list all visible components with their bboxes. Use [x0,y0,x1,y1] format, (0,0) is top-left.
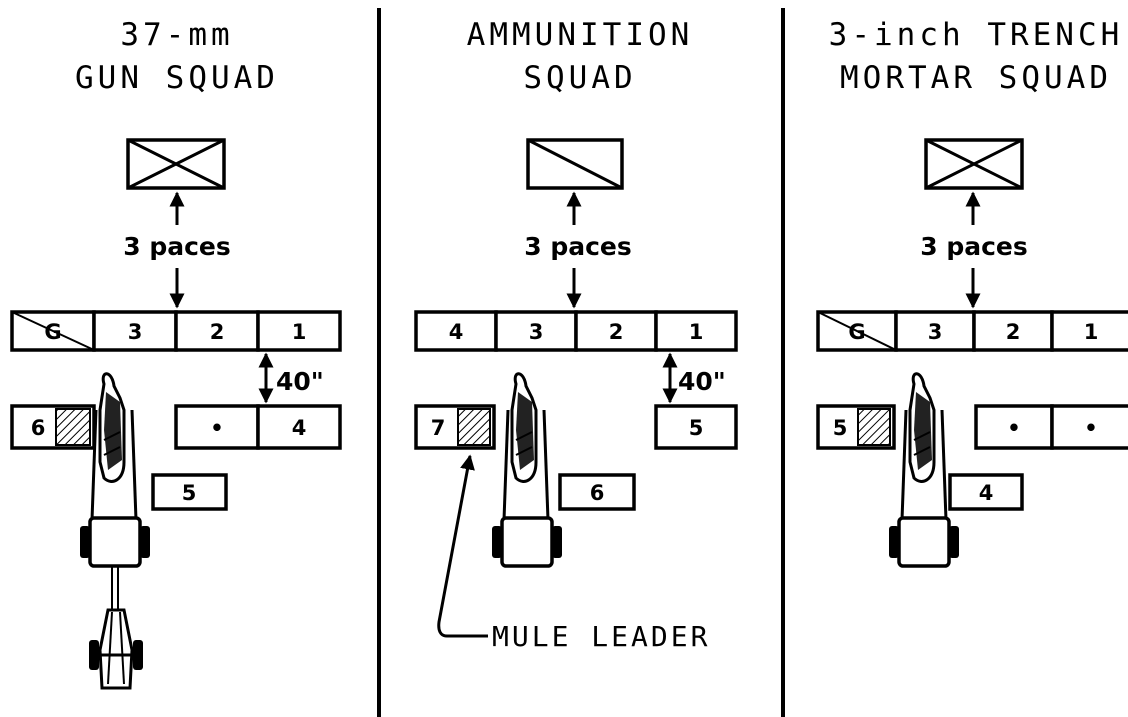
squad-leader-symbol [128,140,224,188]
spacing-label: 40" [276,367,324,396]
position-3: 3 [128,320,143,344]
mule-leader-callout-line [439,456,488,636]
position-5: 5 [833,416,848,440]
mule-leader-label: MULE LEADER [492,620,710,653]
distance-label: 3 paces [920,232,1028,261]
panel-title-line1: 3-inch TRENCH [829,17,1124,53]
panel-ammunition-squad: AMMUNITION SQUAD 3 paces 4 3 2 1 40" 7 [416,17,736,653]
distance-label: 3 paces [524,232,632,261]
position-1: 1 [292,320,307,344]
spacing-label: 40" [678,367,726,396]
position-7: 7 [431,416,446,440]
rear-rank: 6 • 4 5 [12,406,340,509]
mule-icon [910,374,934,482]
panel-gun-squad: 37-mm GUN SQUAD 3 paces G 3 2 1 40" [12,17,340,688]
front-rank: 4 3 2 1 [416,312,736,350]
position-2: 2 [1006,320,1021,344]
position-dot: • [1007,416,1020,440]
panel-title-line2: GUN SQUAD [75,60,279,96]
squad-leader-symbol [528,140,622,188]
position-g: G [44,320,61,344]
position-5: 5 [689,416,704,440]
position-6: 6 [590,481,605,505]
panel-title-line1: AMMUNITION [467,17,694,53]
position-g: G [848,320,865,344]
position-5: 5 [182,481,197,505]
squad-leader-symbol [926,140,1022,188]
panel-trench-mortar-squad: 3-inch TRENCH MORTAR SQUAD 3 paces G 3 2… [818,17,1128,566]
position-2: 2 [609,320,624,344]
position-3: 3 [529,320,544,344]
distance-label: 3 paces [123,232,231,261]
position-dot: • [1084,416,1097,440]
rear-rank: 5 • • 4 [818,406,1128,509]
position-2: 2 [210,320,225,344]
position-1: 1 [689,320,704,344]
position-3: 3 [928,320,943,344]
position-4: 4 [449,320,464,344]
position-4: 4 [292,416,307,440]
front-rank: G 3 2 1 [12,312,340,350]
position-dot: • [210,416,223,440]
mule-icon [100,374,124,482]
position-4: 4 [979,481,994,505]
gun-icon [89,610,143,688]
mule-icon [512,374,536,482]
front-rank: G 3 2 1 [818,312,1128,350]
panel-title-line1: 37-mm [120,17,233,53]
panel-title-line2: MORTAR SQUAD [840,60,1112,96]
position-6: 6 [31,416,46,440]
panel-title-line2: SQUAD [523,60,636,96]
position-1: 1 [1084,320,1099,344]
